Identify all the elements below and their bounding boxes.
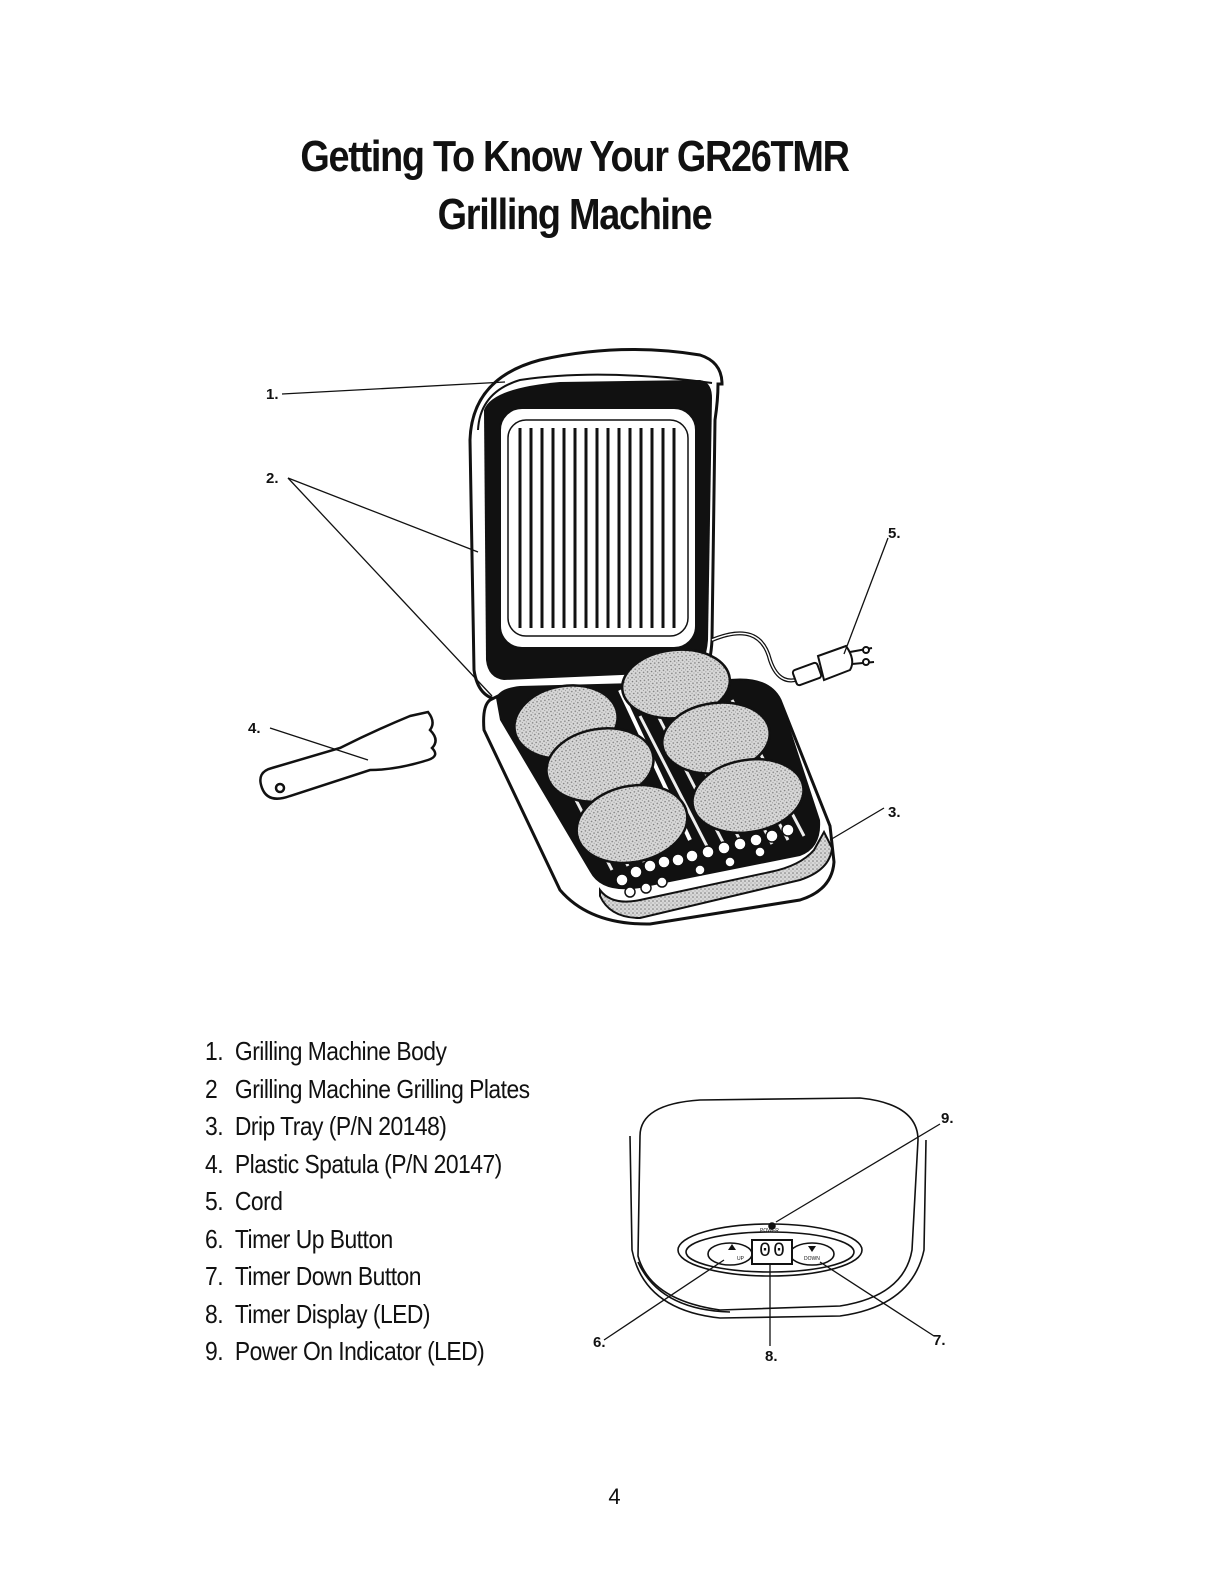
list-item: 5. Cord (205, 1183, 530, 1221)
callout-8: 8. (765, 1348, 778, 1365)
grill-ribs (518, 428, 676, 628)
list-item-number: 8. (205, 1298, 224, 1329)
list-item-label: Timer Up Button (234, 1223, 393, 1254)
plastic-spatula (259, 710, 437, 800)
up-label: UP (737, 1256, 744, 1262)
parts-list: 1. Grilling Machine Body 2 Grilling Machin… (205, 1033, 574, 1371)
list-item: 7. Timer Down Button (205, 1258, 530, 1296)
callout-9: 9. (941, 1110, 954, 1127)
list-item: 6. Timer Up Button (205, 1221, 530, 1259)
list-item: 8. Timer Display (LED) (205, 1296, 530, 1334)
list-item-number: 5. (205, 1186, 224, 1216)
list-item-number: 2 (205, 1073, 218, 1104)
down-arrow-icon (808, 1246, 816, 1252)
callout-7: 7. (933, 1332, 946, 1349)
list-item: 3. Drip Tray (P/N 20148) (205, 1108, 530, 1146)
panel-body (637, 1097, 919, 1311)
list-item-number: 3. (205, 1111, 224, 1141)
list-item-label: Cord (234, 1186, 283, 1216)
list-item-label: Plastic Spatula (P/N 20147) (234, 1148, 502, 1179)
callout-4: 4. (248, 720, 261, 737)
callout-5: 5. (888, 525, 901, 542)
list-item: 2 Grilling Machine Grilling Plates (205, 1071, 530, 1109)
callout-2: 2. (266, 470, 279, 487)
panel-leader-lines (603, 1123, 941, 1346)
list-item: 4. Plastic Spatula (P/N 20147) (205, 1146, 530, 1184)
page-number: 4 (608, 1484, 621, 1509)
power-label: POWER (760, 1228, 779, 1234)
leader-lines (269, 381, 889, 841)
grill-illustration (259, 348, 889, 926)
down-label: DOWN (804, 1256, 820, 1262)
timer-display-value: 00 (758, 1240, 787, 1263)
list-item-number: 7. (205, 1261, 224, 1291)
list-item-label: Power On Indicator (LED) (234, 1336, 485, 1366)
list-item-label: Timer Down Button (234, 1261, 422, 1291)
page-title-line-1: Getting To Know Your GR26TMR (300, 132, 850, 181)
burger-patties (513, 648, 805, 865)
list-item-label: Timer Display (LED) (234, 1298, 431, 1329)
list-item-label: Drip Tray (P/N 20148) (234, 1111, 447, 1141)
timer-up-button (707, 1242, 753, 1266)
list-item-number: 6. (205, 1223, 224, 1254)
list-item-number: 4. (205, 1148, 224, 1179)
grease-drips (615, 823, 795, 898)
list-item: 9. Power On Indicator (LED) (205, 1333, 530, 1371)
callout-6: 6. (593, 1334, 606, 1351)
page-title-line-2: Grilling Machine (437, 190, 713, 239)
plug (791, 644, 875, 687)
callout-3: 3. (888, 804, 901, 821)
list-item: 1. Grilling Machine Body (205, 1033, 530, 1071)
drip-tray (599, 829, 834, 920)
up-arrow-icon (728, 1244, 736, 1250)
callout-1: 1. (266, 386, 279, 403)
list-item-label: Grilling Machine Body (234, 1036, 447, 1066)
list-item-number: 1. (205, 1036, 224, 1066)
list-item-number: 9. (205, 1336, 224, 1366)
list-item-label: Grilling Machine Grilling Plates (234, 1073, 530, 1104)
